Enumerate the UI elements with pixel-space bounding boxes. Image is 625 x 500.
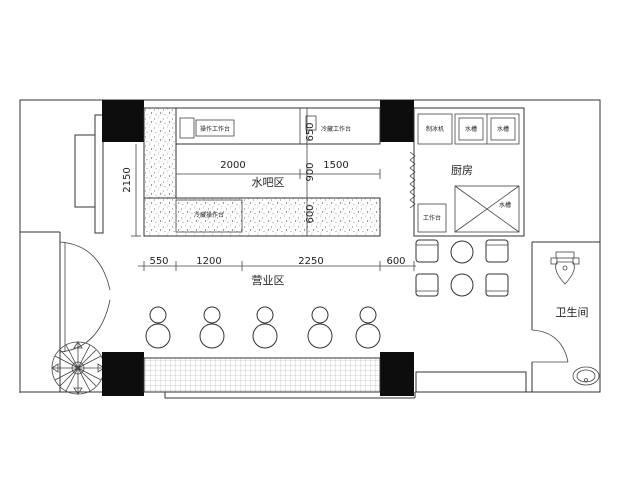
bar-stool — [355, 306, 381, 349]
sink-2-label: 水槽 — [497, 125, 509, 133]
structural-columns — [102, 100, 414, 396]
business-area-label: 营业区 — [252, 273, 285, 287]
dimension-600-bottom: 600 — [386, 256, 405, 267]
bar-stool — [145, 306, 171, 349]
entrance-doors[interactable] — [59, 232, 111, 392]
dimension-900: 900 — [305, 162, 316, 181]
bar-stool — [307, 306, 333, 349]
work-table-label: 工作台 — [423, 214, 441, 222]
counter-equipment: 操作工作台 冷藏工作台 冷藏操作台 — [179, 115, 351, 219]
prep-counter-label: 操作工作台 — [200, 125, 230, 133]
plant-icon — [51, 341, 105, 395]
armchair — [485, 273, 509, 297]
round-table — [450, 273, 474, 297]
window-bench — [74, 114, 104, 234]
armchair — [415, 239, 439, 263]
kitchen-area-label: 厨房 — [451, 164, 473, 177]
business-dimensions: 550 1200 2250 600 — [138, 256, 416, 271]
bar-dimensions: 2000 1500 650 900 600 2150 — [122, 108, 381, 237]
dimension-650: 650 — [305, 122, 316, 141]
kitchen: 制冰机 水槽 水槽 厨房 工作台 水槽 — [409, 107, 525, 237]
dimension-550: 550 — [149, 256, 168, 267]
armchair — [485, 239, 509, 263]
fridge-counter-bottom-label: 冷藏操作台 — [194, 211, 224, 219]
sink-1-label: 水槽 — [465, 125, 477, 133]
bar-counters — [143, 107, 381, 237]
lounge-seating — [415, 239, 509, 297]
dimension-1500: 1500 — [323, 160, 348, 171]
bar-stool — [252, 306, 278, 349]
round-table — [450, 240, 474, 264]
bench-bottom — [415, 371, 527, 393]
wash-basin-icon — [572, 366, 600, 386]
restroom: 卫生间 — [531, 241, 600, 392]
dimension-2000: 2000 — [220, 160, 245, 171]
dimension-2250: 2250 — [298, 256, 323, 267]
fridge-counter-top-label: 冷藏工作台 — [321, 125, 351, 133]
window-counter — [143, 357, 381, 393]
water-bar-area-label: 水吧区 — [252, 176, 285, 189]
armchair — [415, 273, 439, 297]
dimension-1200: 1200 — [196, 256, 221, 267]
squat-toilet-icon — [550, 251, 580, 285]
ice-machine-label: 制冰机 — [426, 125, 444, 133]
restroom-area-label: 卫生间 — [556, 305, 589, 319]
dimension-2150: 2150 — [122, 167, 133, 192]
dimension-600: 600 — [305, 204, 316, 223]
sink-3-label: 水槽 — [499, 201, 511, 209]
bar-stool — [199, 306, 225, 349]
bar-stools — [145, 306, 381, 349]
